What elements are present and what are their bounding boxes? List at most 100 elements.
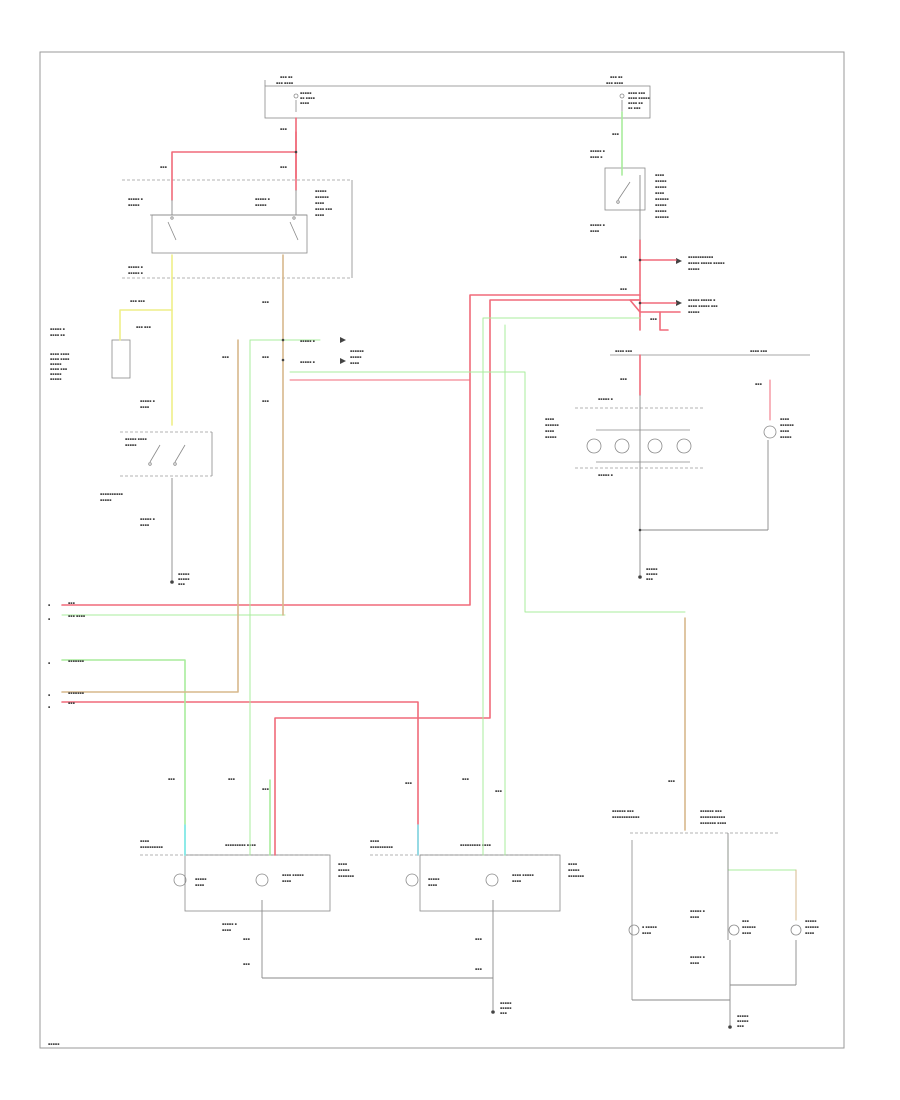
bulb-icon <box>647 438 663 454</box>
brake-switch: ▪▪▪▪▪ ▪▪▪▪▪ ▪ ▪▪▪▪▪▪▪▪▪▪▪▪▪▪▪▪▪▪▪▪▪▪▪▪▪▪… <box>590 132 669 233</box>
svg-text:▪▪▪▪▪: ▪▪▪▪▪ <box>178 572 190 576</box>
bulb-icon <box>763 425 777 439</box>
svg-text:▪▪▪▪▪▪▪▪▪▪: ▪▪▪▪▪▪▪▪▪▪ <box>100 492 123 496</box>
ground-symbol-icon: ▪▪▪▪▪▪▪▪▪▪▪▪▪ <box>638 440 769 581</box>
svg-text:▪▪▪▪▪ ▪: ▪▪▪▪▪ ▪ <box>590 149 605 153</box>
svg-text:▪▪▪▪▪: ▪▪▪▪▪ <box>300 91 312 95</box>
svg-text:▪: ▪ <box>48 705 50 709</box>
svg-text:▪▪▪: ▪▪▪ <box>262 399 269 403</box>
svg-text:▪▪▪▪: ▪▪▪▪ <box>805 931 814 935</box>
svg-text:▪▪▪▪▪: ▪▪▪▪▪ <box>805 919 817 923</box>
svg-text:▪ ▪▪▪▪▪: ▪ ▪▪▪▪▪ <box>642 925 657 929</box>
svg-text:▪▪▪▪: ▪▪▪▪ <box>690 961 699 965</box>
svg-text:▪▪▪▪ ▪▪▪: ▪▪▪▪ ▪▪▪ <box>750 349 767 353</box>
svg-text:▪▪▪▪: ▪▪▪▪ <box>300 101 309 105</box>
svg-text:▪▪▪▪ ▪▪▪: ▪▪▪▪ ▪▪▪ <box>628 91 645 95</box>
svg-text:▪▪▪▪ ▪▪▪▪: ▪▪▪▪ ▪▪▪▪ <box>50 357 69 361</box>
svg-text:▪▪▪▪ ▪▪▪▪: ▪▪▪▪ ▪▪▪▪ <box>50 352 69 356</box>
svg-text:▪▪▪▪▪ ▪▪▪▪▪ ▪▪▪▪▪: ▪▪▪▪▪ ▪▪▪▪▪ ▪▪▪▪▪ <box>688 261 725 265</box>
svg-text:▪▪▪▪▪ ▪: ▪▪▪▪▪ ▪ <box>690 955 705 959</box>
svg-text:▪▪▪▪▪▪▪▪▪▪▪▪: ▪▪▪▪▪▪▪▪▪▪▪▪ <box>612 815 640 819</box>
svg-text:▪▪▪: ▪▪▪ <box>228 777 235 781</box>
svg-text:▪▪▪▪▪: ▪▪▪▪▪ <box>737 1014 749 1018</box>
svg-text:▪▪▪: ▪▪▪ <box>620 287 627 291</box>
svg-text:▪▪▪▪▪: ▪▪▪▪▪ <box>100 498 112 502</box>
svg-text:▪▪▪: ▪▪▪ <box>612 132 619 136</box>
svg-text:▪▪▪: ▪▪▪ <box>280 165 287 169</box>
svg-text:▪▪▪▪ ▪▪▪▪▪: ▪▪▪▪ ▪▪▪▪▪ <box>512 873 534 877</box>
svg-text:▪▪▪▪▪ ▪: ▪▪▪▪▪ ▪ <box>128 265 143 269</box>
svg-text:▪▪▪▪: ▪▪▪▪ <box>140 405 149 409</box>
svg-text:▪▪▪ ▪▪▪▪: ▪▪▪ ▪▪▪▪ <box>68 614 85 618</box>
bulb-icon <box>614 438 630 454</box>
svg-text:▪▪▪▪▪: ▪▪▪▪▪ <box>646 567 658 571</box>
svg-text:▪▪▪▪▪: ▪▪▪▪▪ <box>688 310 700 314</box>
svg-text:▪▪ ▪▪▪: ▪▪ ▪▪▪ <box>628 106 641 110</box>
wire-labels: ▪▪▪▪▪▪▪▪▪ ▪▪▪ ▪▪▪▪▪▪ ▪▪▪ ▪▪▪▪▪▪▪▪▪▪▪▪ ▪▪… <box>48 127 762 1046</box>
wire-grey <box>171 175 729 940</box>
svg-text:▪▪▪ ▪▪▪: ▪▪▪ ▪▪▪ <box>130 299 145 303</box>
left-indicator-module: ▪▪▪▪▪ ▪▪▪▪▪ ▪▪ ▪▪▪▪ ▪▪▪▪▪▪▪▪ ▪▪▪▪▪▪▪▪▪▪▪… <box>50 327 155 409</box>
svg-text:▪▪▪▪: ▪▪▪▪ <box>545 417 554 421</box>
bulb-icon <box>405 873 419 887</box>
svg-text:▪▪▪▪▪: ▪▪▪▪▪ <box>125 443 137 447</box>
svg-text:▪▪▪▪▪ ▪: ▪▪▪▪▪ ▪ <box>255 197 270 201</box>
svg-text:▪▪ ▪▪▪▪: ▪▪ ▪▪▪▪ <box>300 96 315 100</box>
svg-text:▪▪▪▪▪▪: ▪▪▪▪▪▪ <box>315 195 329 199</box>
svg-text:▪▪▪: ▪▪▪ <box>646 577 653 581</box>
svg-text:▪▪▪: ▪▪▪ <box>262 787 269 791</box>
svg-text:▪▪▪▪▪▪ ▪▪▪: ▪▪▪▪▪▪ ▪▪▪ <box>700 809 722 813</box>
svg-text:▪▪▪: ▪▪▪ <box>475 967 482 971</box>
svg-text:▪▪▪▪▪: ▪▪▪▪▪ <box>545 435 557 439</box>
license-lamp-assembly: ▪▪▪▪▪▪ ▪▪▪▪▪▪▪▪▪▪▪▪▪▪▪ ▪▪▪▪▪▪ ▪▪▪▪▪▪▪▪▪▪… <box>612 809 819 1000</box>
svg-text:▪▪▪: ▪▪▪ <box>68 701 75 705</box>
svg-text:▪▪▪▪▪▪ ▪▪▪: ▪▪▪▪▪▪ ▪▪▪ <box>612 809 634 813</box>
left-tail-lamp-assembly: ▪▪▪▪▪▪▪▪▪▪▪▪▪▪ ▪▪▪▪▪▪▪▪▪ ▪▪▪▪ ▪▪▪▪▪▪▪▪▪ … <box>140 839 354 912</box>
svg-text:▪: ▪ <box>48 603 50 607</box>
svg-text:▪▪▪▪▪ ▪▪▪▪▪ ▪: ▪▪▪▪▪ ▪▪▪▪▪ ▪ <box>688 298 715 302</box>
svg-text:▪▪▪: ▪▪▪ <box>160 165 167 169</box>
wire-yellow <box>119 254 173 426</box>
svg-text:▪▪▪▪: ▪▪▪▪ <box>512 879 521 883</box>
ground-symbol-icon: ▪▪▪▪▪▪▪▪▪▪▪▪▪ ▪▪▪▪▪ ▪▪▪▪▪ ▪▪▪▪▪▪▪▪▪▪▪▪ <box>222 900 512 1015</box>
svg-text:▪▪▪▪ ▪▪▪▪▪: ▪▪▪▪ ▪▪▪▪▪ <box>282 873 304 877</box>
svg-text:▪▪▪: ▪▪▪ <box>280 127 287 131</box>
svg-text:▪▪▪: ▪▪▪ <box>475 937 482 941</box>
svg-text:▪▪▪▪▪▪▪▪▪ ▪▪▪▪: ▪▪▪▪▪▪▪▪▪ ▪▪▪▪ <box>460 843 491 847</box>
svg-text:▪▪▪: ▪▪▪ <box>668 779 675 783</box>
bulb-icon <box>586 438 602 454</box>
svg-text:▪▪▪▪▪ ▪: ▪▪▪▪▪ ▪ <box>128 271 143 275</box>
wire-cyan <box>184 824 419 856</box>
svg-text:▪▪▪▪: ▪▪▪▪ <box>780 429 789 433</box>
svg-text:▪▪▪▪▪ ▪: ▪▪▪▪▪ ▪ <box>598 473 613 477</box>
svg-text:▪▪▪▪: ▪▪▪▪ <box>590 229 599 233</box>
svg-text:▪▪▪▪ ▪▪▪: ▪▪▪▪ ▪▪▪ <box>315 207 332 211</box>
wire-tan <box>61 254 797 921</box>
svg-text:▪▪▪▪ ▪▪▪: ▪▪▪▪ ▪▪▪ <box>50 367 67 371</box>
connector-arrow-icon: ▪▪▪▪▪▪▪▪▪▪▪▪▪▪▪▪ ▪▪▪▪▪ ▪▪▪▪▪▪▪▪▪▪ ▪▪▪▪▪ … <box>676 255 725 314</box>
svg-text:▪▪▪▪▪▪: ▪▪▪▪▪▪ <box>350 349 364 353</box>
fuse-label-left: ▪▪▪ ▪▪ <box>280 75 293 79</box>
bulb-icon <box>485 873 499 887</box>
svg-text:▪▪▪: ▪▪▪ <box>405 781 412 785</box>
svg-text:▪▪▪▪▪▪▪▪▪ ▪▪▪▪: ▪▪▪▪▪▪▪▪▪ ▪▪▪▪ <box>225 843 256 847</box>
svg-text:▪▪▪▪ ▪▪: ▪▪▪▪ ▪▪ <box>50 333 65 337</box>
svg-text:▪▪▪▪▪ ▪: ▪▪▪▪▪ ▪ <box>50 327 65 331</box>
svg-text:▪▪▪▪▪: ▪▪▪▪▪ <box>350 355 362 359</box>
svg-text:▪▪▪▪: ▪▪▪▪ <box>545 429 554 433</box>
svg-text:▪▪▪▪▪: ▪▪▪▪▪ <box>48 1042 60 1046</box>
svg-text:▪▪▪▪▪▪▪▪▪▪: ▪▪▪▪▪▪▪▪▪▪ <box>370 845 393 849</box>
connector-arrow-icon: ▪▪▪▪▪ ▪ ▪▪▪▪▪ ▪ ▪▪▪▪▪▪▪▪▪▪▪▪▪▪▪ <box>300 337 364 365</box>
bulb-icon <box>173 873 187 887</box>
svg-text:▪▪▪▪▪▪▪▪▪▪: ▪▪▪▪▪▪▪▪▪▪ <box>140 845 163 849</box>
svg-text:▪▪▪▪▪▪: ▪▪▪▪▪▪ <box>780 423 794 427</box>
svg-text:▪▪▪: ▪▪▪ <box>742 919 749 923</box>
svg-text:▪▪▪: ▪▪▪ <box>620 255 627 259</box>
svg-text:▪▪▪▪: ▪▪▪▪ <box>370 839 379 843</box>
svg-text:▪▪▪▪▪▪▪: ▪▪▪▪▪▪▪ <box>68 659 84 663</box>
svg-text:▪▪▪▪▪: ▪▪▪▪▪ <box>428 877 440 881</box>
svg-text:▪▪▪▪▪: ▪▪▪▪▪ <box>255 203 267 207</box>
diagram-border <box>39 51 845 1049</box>
svg-text:▪▪▪▪▪: ▪▪▪▪▪ <box>655 203 667 207</box>
svg-text:▪▪▪▪▪ ▪: ▪▪▪▪▪ ▪ <box>300 339 315 343</box>
